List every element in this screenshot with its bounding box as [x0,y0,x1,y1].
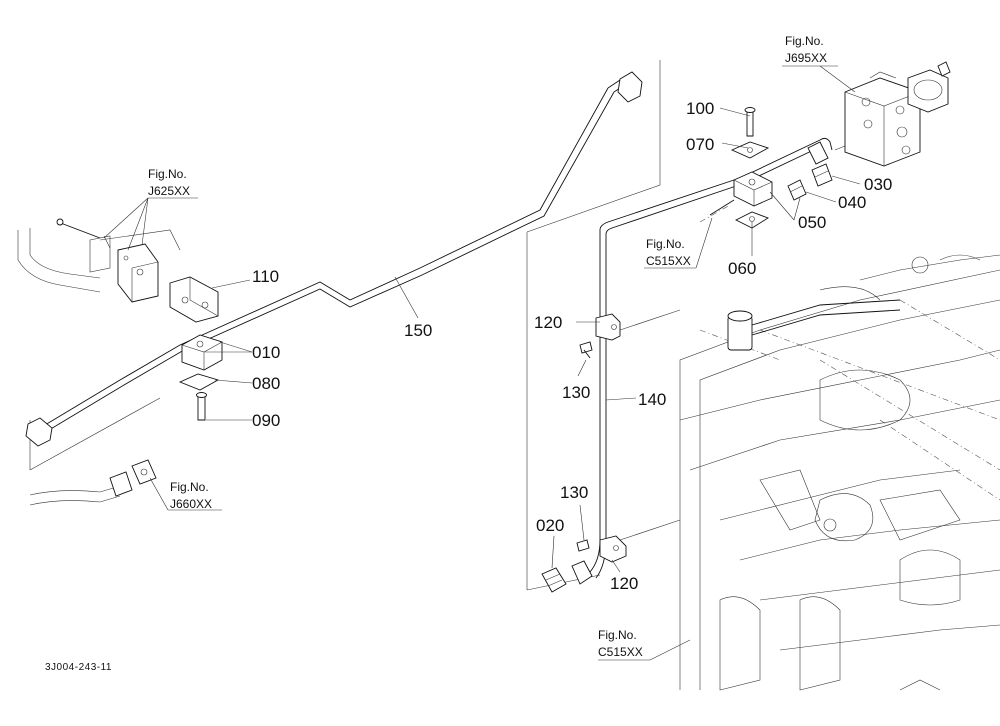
part-number-100: 100 [686,99,714,118]
plate-080 [178,373,220,391]
plate-060 [734,211,770,229]
part-number-callouts: 100 070 030 040 050 060 110 150 010 080 … [252,99,892,593]
fig-ref-j695xx: Fig.No. J695XX [785,34,827,65]
fig-code: J625XX [148,184,190,198]
clip-120-top [595,313,621,341]
fitting-upper-pipe [807,141,829,165]
plate-070 [730,141,770,159]
part-number-110: 110 [252,267,279,286]
pipe-end-lower-left [29,459,157,506]
fig-ref-j625xx: Fig.No. J625XX [148,167,190,198]
fig-label: Fig.No. [170,480,209,494]
fig-label: Fig.No. [646,237,685,251]
bolt-130-bottom [576,539,590,552]
fig-label: Fig.No. [148,167,187,181]
clamp-010 [181,334,223,371]
leader-lines [103,65,861,661]
clamp-assembly-left [169,276,223,421]
drawing-code: 3J004-243-11 [45,662,112,673]
fig-ref-c515xx-upper: Fig.No. C515XX [646,237,691,268]
part-number-140: 140 [638,390,666,409]
part-number-040: 040 [838,193,866,212]
pipe-150-end-nut [617,71,643,103]
part-number-090: 090 [252,411,280,430]
part-number-130: 130 [562,383,590,402]
valve-block [844,61,951,167]
bolt-130-top [579,341,593,359]
bracket-110 [169,276,219,323]
bolt-100 [744,107,756,137]
fig-label: Fig.No. [598,628,637,642]
pipe-150-start-nut [25,417,53,447]
part-number-020: 020 [536,516,564,535]
fig-code: J695XX [785,51,827,65]
part-number-070: 070 [686,135,714,154]
clip-120-bottom [599,535,627,563]
part-number-060: 060 [728,259,756,278]
view-border-lines [29,60,861,591]
fig-code: J660XX [170,497,212,511]
fig-code: C515XX [598,645,643,659]
part-number-150: 150 [404,321,432,340]
left-bracket-assembly [17,218,181,303]
part-number-130-lower: 130 [560,483,588,502]
fig-code: C515XX [646,254,691,268]
fitting-030 [811,163,833,187]
fig-ref-c515xx-lower: Fig.No. C515XX [598,628,643,659]
part-number-120-lower: 120 [610,574,638,593]
part-number-080: 080 [252,374,280,393]
fitting-040 [787,179,807,201]
part-number-010: 010 [252,343,280,362]
frame-boss [727,299,901,351]
block-050 [699,171,773,223]
engine-frame-drawing [679,254,1000,691]
part-number-030: 030 [864,175,892,194]
fig-ref-j660xx: Fig.No. J660XX [170,480,212,511]
pipe-140 [589,137,833,579]
pipe-150 [25,71,643,447]
connector-020 [541,560,593,593]
fig-label: Fig.No. [785,34,824,48]
part-number-050: 050 [798,213,826,232]
part-number-120: 120 [534,313,562,332]
bolt-090 [197,394,206,421]
